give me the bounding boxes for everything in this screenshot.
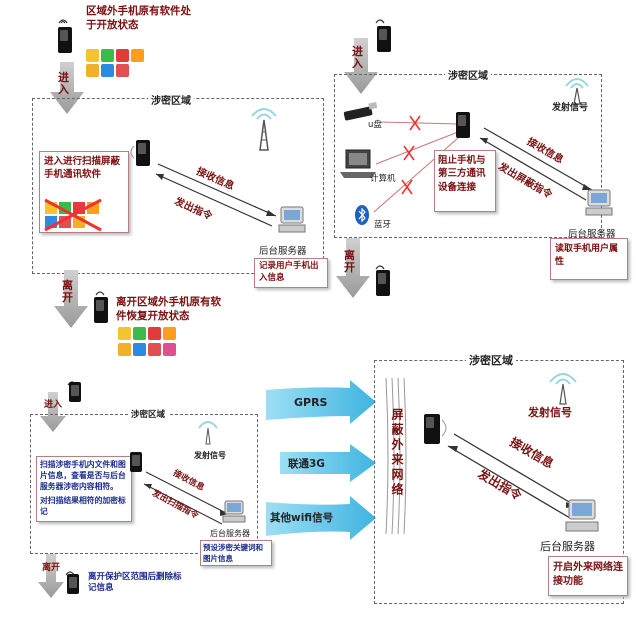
unicom-label: 联通3G	[288, 458, 325, 470]
signal-icon	[374, 10, 385, 24]
gprs-label: GPRS	[294, 396, 328, 409]
tower-icon	[565, 78, 589, 105]
block-box: 阻止手机与第三方通讯设备连接	[434, 150, 496, 212]
signal-icon	[66, 372, 77, 386]
signal-label: 发射信号	[552, 103, 589, 113]
signal-icon	[374, 256, 385, 270]
zone-label: 涉密区域	[148, 92, 194, 107]
signal-icon	[94, 282, 105, 296]
shield-lines	[385, 377, 407, 535]
signal-waves-icon	[130, 145, 135, 159]
leave-arrow	[38, 554, 64, 598]
enter-arrow	[40, 392, 66, 432]
leave-arrow	[54, 270, 88, 328]
server-label: 后台服务器	[210, 529, 250, 538]
enter-label: 进入	[352, 45, 363, 71]
zone-label: 涉密区域	[128, 408, 169, 420]
phone-icon	[376, 270, 390, 296]
phone-icon	[424, 414, 440, 444]
enter-arrow	[344, 38, 378, 94]
leave-label: 离开	[344, 249, 355, 275]
link-arrows	[143, 471, 229, 525]
link-arrows	[479, 127, 593, 201]
tower-icon	[198, 421, 218, 445]
bluetooth-icon	[355, 205, 369, 225]
server-label: 后台服务器	[568, 229, 616, 240]
leave-label: 离开	[42, 563, 61, 573]
server-note: 记录用户手机出入信息	[254, 258, 328, 288]
server-icon	[222, 500, 246, 523]
server-note: 预设涉密关键词和图片信息	[200, 540, 272, 566]
scan-box: 进入进行扫描屏蔽手机通讯软件	[39, 151, 129, 233]
phone-icon	[69, 382, 81, 402]
phone-icon	[456, 112, 470, 138]
signal-icon	[64, 562, 75, 576]
usb-label: u盘	[368, 120, 382, 130]
leave-arrow	[336, 238, 370, 298]
wifi-arrow	[266, 496, 376, 540]
phone-icon	[67, 574, 79, 594]
phone-icon	[130, 452, 142, 472]
server-icon	[585, 189, 613, 216]
wifi-label: 其他wifi信号	[270, 512, 334, 524]
tower-icon	[251, 108, 277, 151]
phone-icon	[377, 26, 391, 52]
scan-box: 扫描涉密手机内文件和图片信息，查看是否与后台服务器涉密内容相符。 对扫描结果相符…	[36, 456, 132, 522]
server-label: 后台服务器	[540, 540, 595, 553]
signal-icon	[57, 10, 68, 24]
zone-label: 涉密区域	[466, 352, 516, 368]
usb-drive-icon	[343, 101, 378, 121]
server-note: 读取手机用户属性	[550, 238, 628, 280]
unicom-arrow	[280, 444, 376, 482]
bottom-caption: 离开区域外手机原有软件恢复开放状态	[116, 296, 221, 323]
leave-label: 离开	[62, 279, 73, 305]
computer-label: 计算机	[370, 174, 396, 184]
server-note: 开启外来网络连接功能	[548, 556, 628, 596]
blocked-apps-icon	[44, 198, 102, 232]
phone-icon	[58, 27, 72, 53]
signal-waves-icon	[441, 419, 447, 437]
computer-icon	[340, 149, 376, 178]
signal-label: 发射信号	[528, 406, 572, 419]
top-caption: 区域外手机原有软件处于开放状态	[86, 5, 191, 32]
server-label: 后台服务器	[259, 246, 307, 257]
gprs-arrow	[266, 380, 376, 424]
zone-label: 涉密区域	[445, 67, 491, 82]
server-icon	[278, 206, 306, 233]
link-arrows	[155, 163, 277, 227]
bottom-caption: 离开保护区范围后删除标记信息	[88, 572, 182, 594]
enter-arrow	[50, 62, 84, 114]
bluetooth-label: 蓝牙	[374, 220, 392, 230]
phone-icon	[94, 297, 108, 323]
shield-text: 屏蔽外来网络	[390, 408, 404, 498]
server-icon	[565, 499, 599, 532]
phone-icon	[136, 140, 150, 166]
tower-icon	[549, 373, 577, 405]
signal-label: 发射信号	[194, 451, 226, 460]
enter-label: 进入	[58, 71, 69, 97]
enter-label: 进入	[44, 400, 63, 410]
